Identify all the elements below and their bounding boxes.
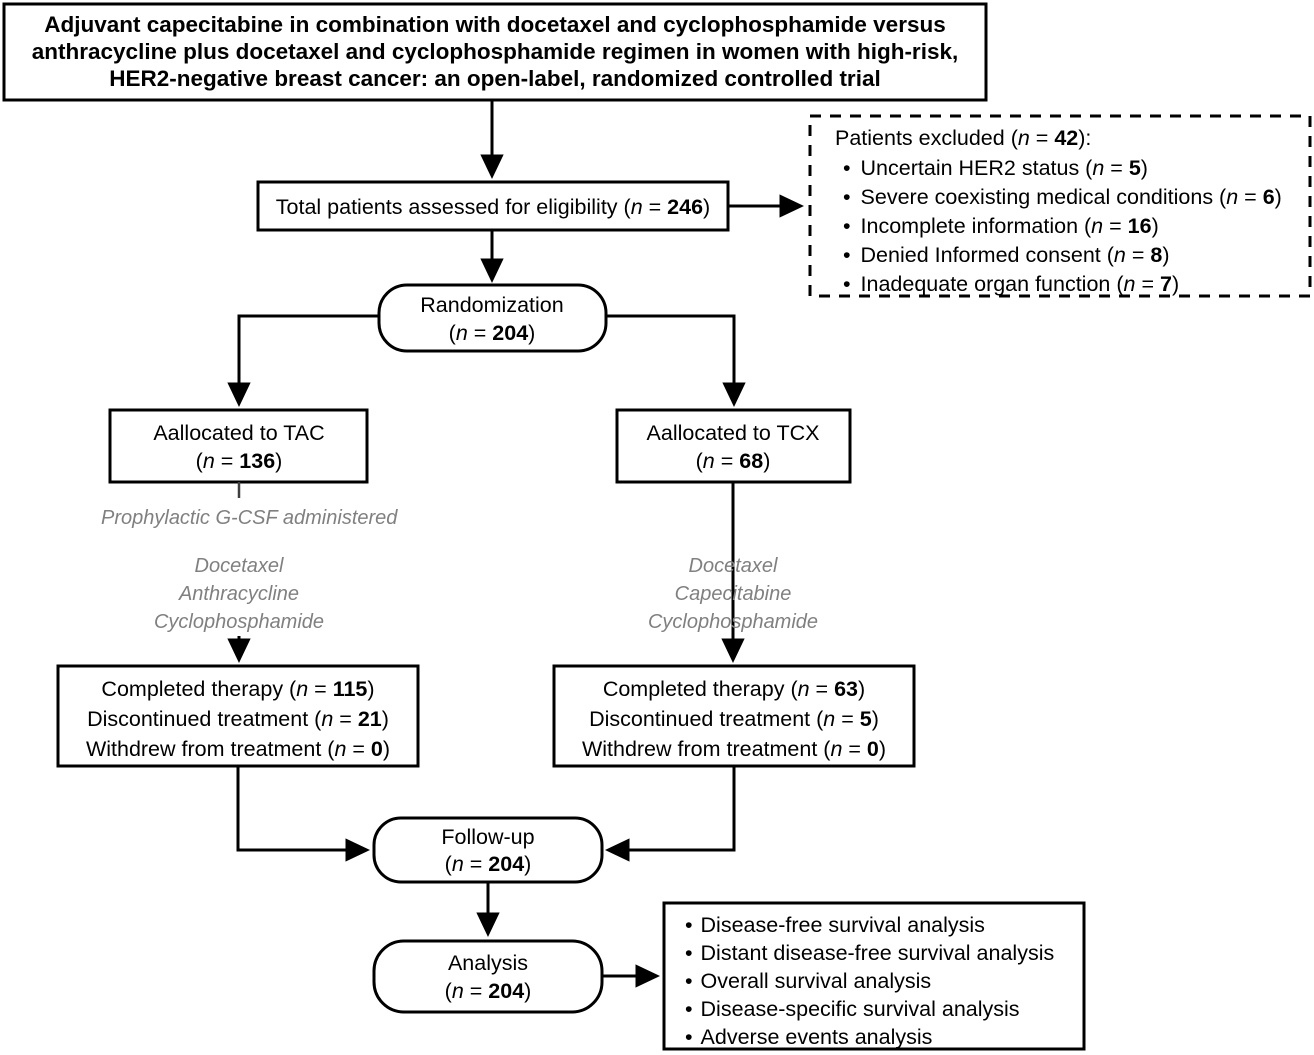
excluded-item: •Incomplete information (n = 16) xyxy=(843,214,1159,238)
regimen-right-item: Capecitabine xyxy=(675,583,792,605)
title-line-1: Adjuvant capecitabine in combination wit… xyxy=(44,12,945,37)
regimen-right-item: Cyclophosphamide xyxy=(648,611,818,633)
therapy-right-frame xyxy=(552,664,916,768)
eligibility-label: Total patients assessed for eligibility … xyxy=(276,195,710,219)
analysis-label: Analysis xyxy=(448,951,528,975)
analysis-box: Analysis (n = 204) xyxy=(372,939,604,1014)
therapy-right-row: Discontinued treatment (n = 5) xyxy=(589,707,879,731)
allocation-tac-count: (n = 136) xyxy=(196,449,283,473)
analysis-list-frame xyxy=(662,901,1086,1051)
allocation-tac-box: Aallocated to TAC (n = 136) xyxy=(108,408,369,484)
regimen-left-list: Docetaxel Anthracycline Cyclophosphamide xyxy=(154,555,324,633)
eligibility-box-frame xyxy=(256,180,730,232)
therapy-right-box: Completed therapy (n = 63) Discontinued … xyxy=(552,664,916,768)
randomization-box-frame xyxy=(377,283,608,353)
regimen-right-list: Docetaxel Capecitabine Cyclophosphamide xyxy=(648,555,818,633)
therapy-left-box: Completed therapy (n = 115) Discontinued… xyxy=(56,664,420,768)
connector-randomization-to-tcx xyxy=(606,314,746,408)
regimen-right-item: Docetaxel xyxy=(689,555,778,577)
excluded-item: •Uncertain HER2 status (n = 5) xyxy=(843,156,1148,180)
excluded-box: Patients excluded (n = 42): •Uncertain H… xyxy=(808,114,1312,298)
analysis-list-item: •Distant disease-free survival analysis xyxy=(685,941,1054,965)
regimen-left-item: Docetaxel xyxy=(195,555,284,577)
allocation-tcx-count: (n = 68) xyxy=(696,449,771,473)
allocation-tcx-label: Aallocated to TCX xyxy=(647,421,820,445)
connector-therapy-left-to-followup xyxy=(236,766,371,862)
therapy-right-row: Withdrew from treatment (n = 0) xyxy=(582,737,886,761)
gcsf-note: Prophylactic G-CSF administered xyxy=(101,507,398,529)
connector-randomization-to-tac xyxy=(227,314,379,408)
excluded-heading: Patients excluded (n = 42): xyxy=(835,126,1091,150)
analysis-list-item: •Overall survival analysis xyxy=(685,969,931,993)
allocation-tcx-frame xyxy=(615,408,852,484)
randomization-count: (n = 204) xyxy=(449,321,536,345)
analysis-list-item: •Adverse events analysis xyxy=(685,1025,932,1049)
title-box: Adjuvant capecitabine in combination wit… xyxy=(2,2,988,102)
analysis-count: (n = 204) xyxy=(445,979,532,1003)
regimen-left-item: Anthracycline xyxy=(178,583,299,605)
excluded-box-frame xyxy=(808,114,1312,298)
analysis-list-item: •Disease-free survival analysis xyxy=(685,913,985,937)
randomization-box: Randomization (n = 204) xyxy=(377,283,608,353)
regimen-left-item: Cyclophosphamide xyxy=(154,611,324,633)
excluded-item: •Severe coexisting medical conditions (n… xyxy=(843,185,1282,209)
therapy-left-frame xyxy=(56,664,420,768)
connector-therapy-right-to-followup xyxy=(604,766,736,862)
analysis-list-box: •Disease-free survival analysis •Distant… xyxy=(662,901,1086,1051)
title-box-frame xyxy=(2,2,988,102)
followup-label: Follow-up xyxy=(441,825,534,849)
therapy-left-row: Completed therapy (n = 115) xyxy=(101,677,374,701)
title-line-3: HER2-negative breast cancer: an open-lab… xyxy=(109,66,880,91)
eligibility-box: Total patients assessed for eligibility … xyxy=(256,180,730,232)
randomization-label: Randomization xyxy=(420,293,563,317)
therapy-left-row: Discontinued treatment (n = 21) xyxy=(87,707,389,731)
followup-count: (n = 204) xyxy=(445,852,532,876)
allocation-tac-label: Aallocated to TAC xyxy=(153,421,324,445)
followup-box: Follow-up (n = 204) xyxy=(372,816,604,884)
therapy-right-row: Completed therapy (n = 63) xyxy=(603,677,865,701)
excluded-item: •Denied Informed consent (n = 8) xyxy=(843,243,1170,267)
excluded-item: •Inadequate organ function (n = 7) xyxy=(843,272,1179,296)
analysis-list-item: •Disease-specific survival analysis xyxy=(685,997,1020,1021)
title-line-2: anthracycline plus docetaxel and cycloph… xyxy=(32,39,958,64)
therapy-left-row: Withdrew from treatment (n = 0) xyxy=(86,737,390,761)
allocation-tcx-box: Aallocated to TCX (n = 68) xyxy=(615,408,852,484)
